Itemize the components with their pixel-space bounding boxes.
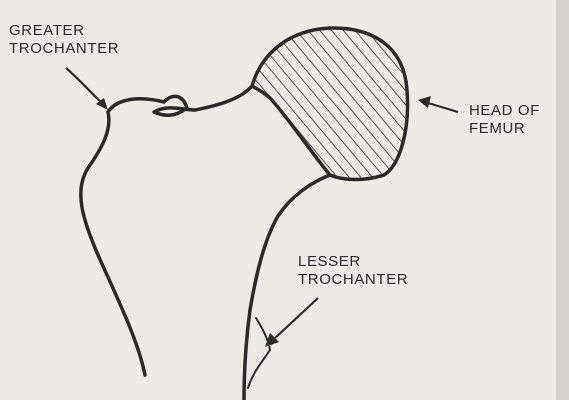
lesser-trochanter-contour	[248, 318, 270, 388]
label-head-of-femur-line1: HEAD OF	[469, 102, 540, 120]
label-lesser-trochanter: LESSER TROCHANTER	[298, 253, 408, 289]
label-greater-trochanter: GREATER TROCHANTER	[9, 22, 119, 58]
label-head-of-femur: HEAD OF FEMUR	[469, 102, 540, 138]
leader-head-of-femur	[418, 96, 458, 112]
femoral-head-hatched	[252, 28, 408, 180]
scan-edge-strip	[556, 0, 569, 400]
label-lesser-trochanter-line2: TROCHANTER	[298, 271, 408, 289]
leader-lesser-trochanter	[265, 298, 318, 347]
label-greater-trochanter-line2: TROCHANTER	[9, 40, 119, 58]
femur-upper-contour	[81, 86, 252, 375]
label-head-of-femur-line2: FEMUR	[469, 120, 540, 138]
leader-greater-trochanter	[66, 68, 108, 110]
label-lesser-trochanter-line1: LESSER	[298, 253, 408, 271]
label-greater-trochanter-line1: GREATER	[9, 22, 119, 40]
